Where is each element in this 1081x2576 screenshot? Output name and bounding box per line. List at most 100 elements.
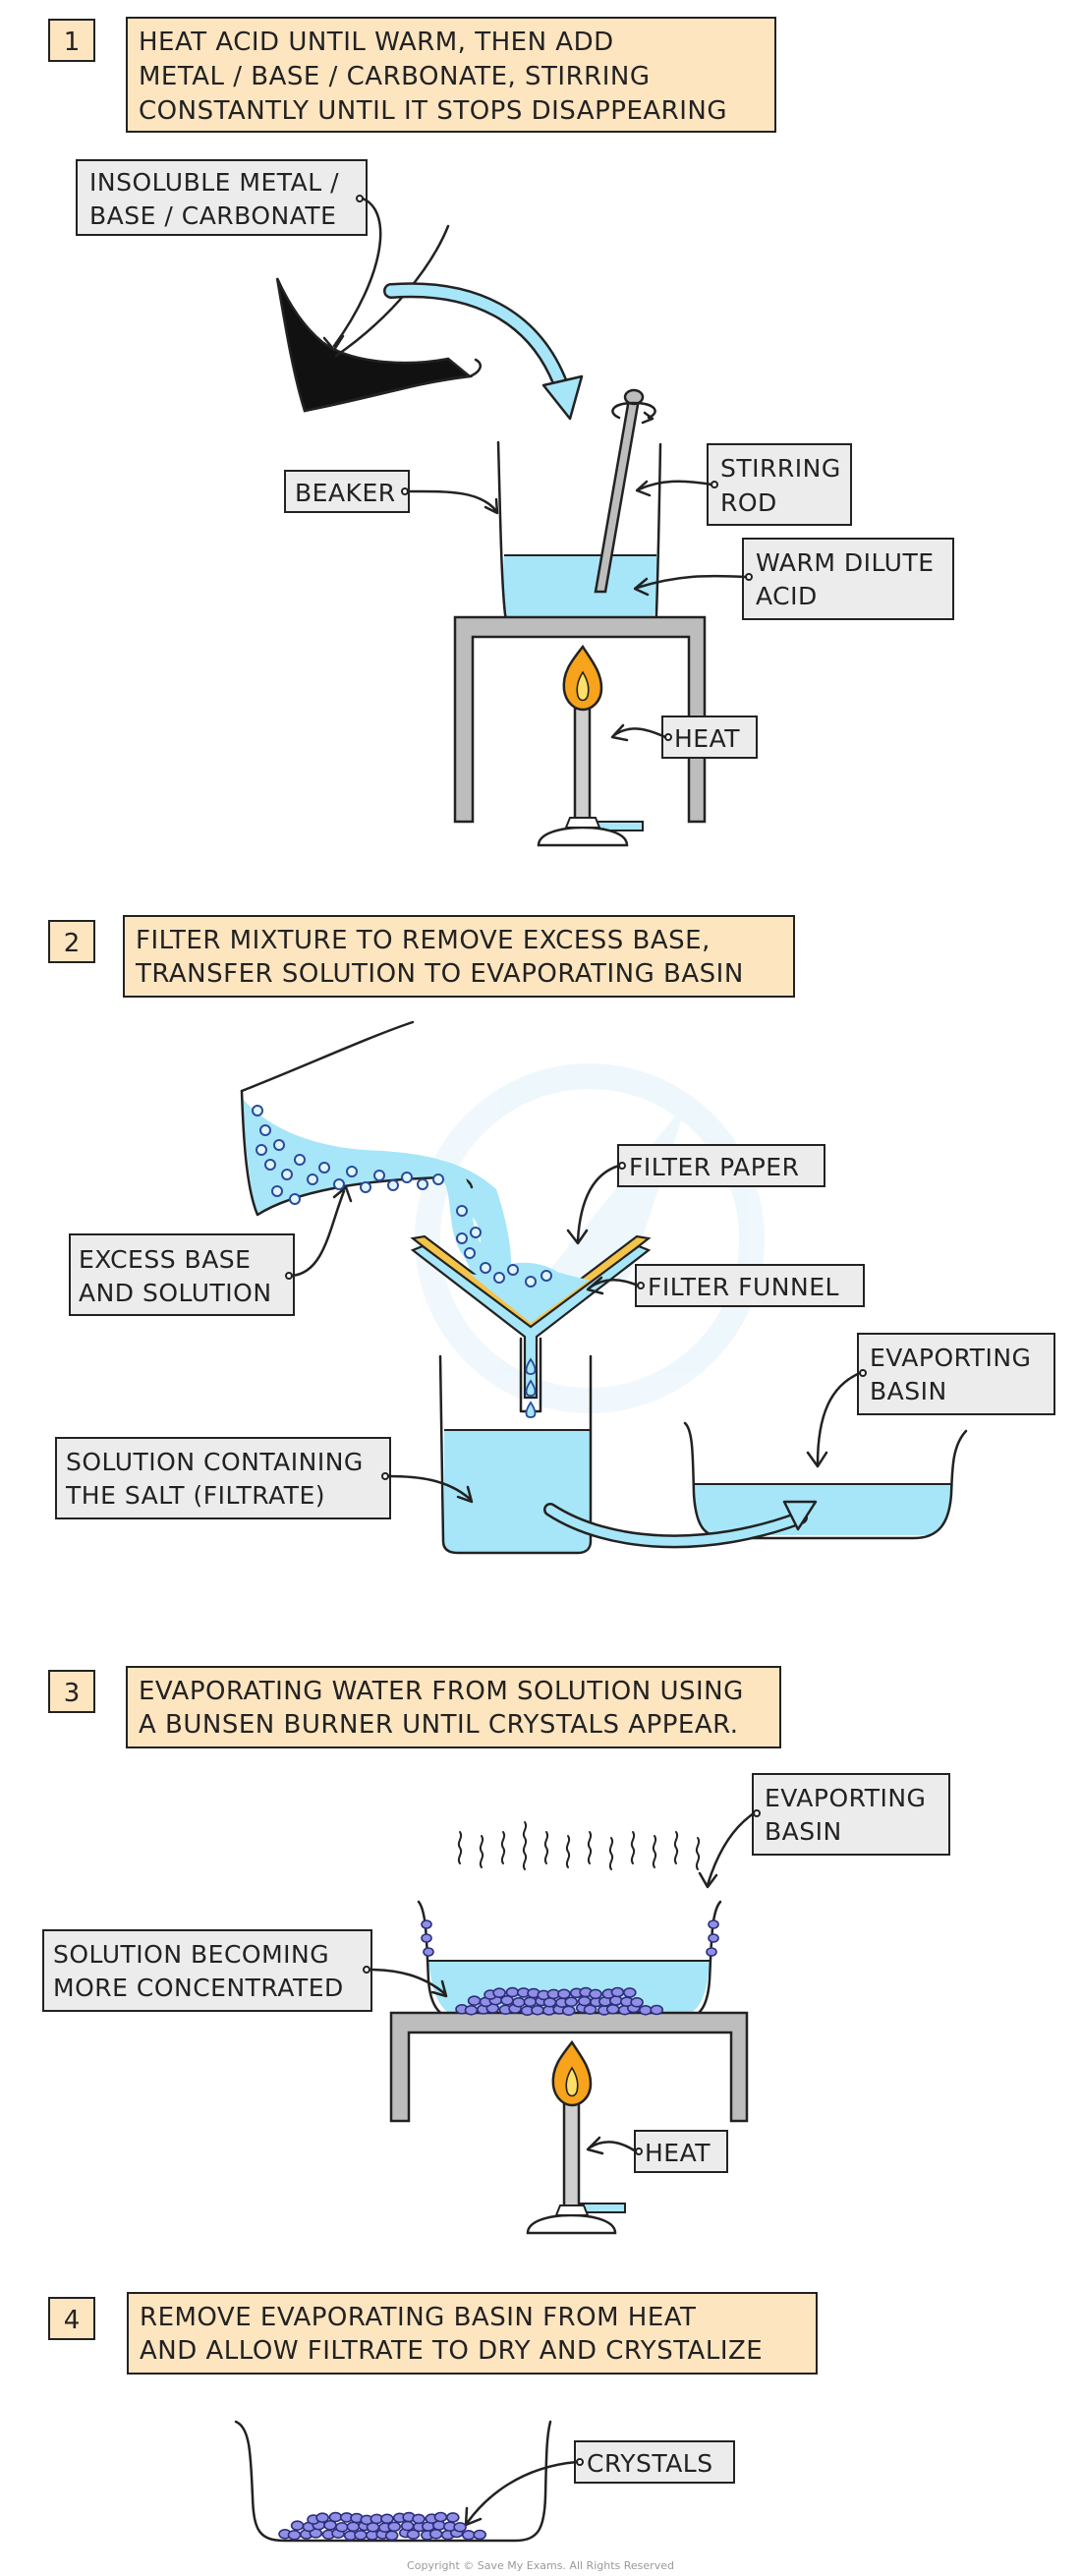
crystal xyxy=(523,1996,538,2008)
crystal xyxy=(605,2004,620,2015)
bubble xyxy=(456,1205,468,1217)
step-number-box xyxy=(48,2297,95,2340)
copyright-notice: Copyright © Save My Exams. All Rights Re… xyxy=(407,2559,674,2572)
crystal xyxy=(445,2512,460,2523)
step-number-box xyxy=(48,920,95,963)
bubble xyxy=(256,1144,267,1156)
bubble xyxy=(294,1154,306,1166)
label-line: BASIN xyxy=(765,1817,842,1846)
crystal xyxy=(346,2521,361,2533)
crystal xyxy=(561,2005,576,2017)
label-filtrate: SOLUTION CONTAINING THE SALT (FILTRATE) xyxy=(55,1437,474,1519)
label-excess-base: EXCESS BASE AND SOLUTION xyxy=(69,1185,353,1316)
bubble xyxy=(289,1193,301,1205)
label-line: STIRRING xyxy=(720,454,841,483)
bubble xyxy=(540,1270,552,1282)
bunsen-burner-icon xyxy=(526,2101,626,2235)
label-line: ACID xyxy=(756,582,818,610)
crystal xyxy=(423,1947,434,1957)
bubble xyxy=(387,1179,399,1191)
step-line: A BUNSEN BURNER UNTIL CRYSTALS APPEAR. xyxy=(139,1710,739,1740)
label-line: FILTER FUNNEL xyxy=(648,1273,839,1301)
crystal xyxy=(412,2513,426,2525)
beaker-icon xyxy=(438,1354,593,1555)
transfer-arrow xyxy=(543,1500,818,1549)
label-line: EXCESS BASE xyxy=(79,1245,251,1274)
bubble xyxy=(417,1178,428,1190)
crystal xyxy=(290,2520,305,2531)
step-2: 2 FILTER MIXTURE TO REMOVE EXCESS BASE, … xyxy=(48,915,795,998)
label-line: HEAT xyxy=(674,724,740,753)
step-number: 3 xyxy=(64,1679,81,1708)
crystal xyxy=(287,2530,302,2541)
crystal xyxy=(453,2522,467,2533)
bubble xyxy=(401,1172,413,1183)
step-number: 2 xyxy=(64,929,81,958)
bubble xyxy=(346,1166,358,1177)
step-number-box xyxy=(48,1670,95,1713)
crystal xyxy=(638,2005,653,2016)
crystal xyxy=(564,1996,579,2008)
step-number: 1 xyxy=(64,28,81,57)
crystal xyxy=(473,2529,487,2541)
step-line: CONSTANTLY UNTIL IT STOPS DISAPPEARING xyxy=(139,96,727,126)
crystals-forming xyxy=(421,1919,719,2017)
crystal xyxy=(492,1987,506,1998)
crystal xyxy=(531,2005,544,2016)
drop xyxy=(525,1401,537,1418)
label-line: WARM DILUTE xyxy=(756,548,935,577)
drop xyxy=(525,1357,537,1375)
label-solution-concentrated: SOLUTION BECOMING MORE CONCENTRATED xyxy=(42,1929,448,2012)
step-line: REMOVE EVAPORATING BASIN FROM HEAT xyxy=(140,2303,696,2332)
crystal xyxy=(708,1933,719,1943)
label-line: AND SOLUTION xyxy=(79,1279,272,1307)
step-1: 1 HEAT ACID UNTIL WARM, THEN ADD METAL /… xyxy=(48,17,776,133)
bubble xyxy=(307,1174,318,1185)
label-line: HEAT xyxy=(645,2139,711,2167)
crystal xyxy=(505,1986,520,1998)
step-line: METAL / BASE / CARBONATE, STIRRING xyxy=(139,62,650,91)
bubble xyxy=(525,1276,537,1288)
crystal xyxy=(315,2512,329,2523)
bubble xyxy=(470,1227,482,1238)
crystal xyxy=(380,2513,394,2525)
crystal xyxy=(650,2004,664,2016)
bubble xyxy=(480,1262,491,1274)
pour-arrow xyxy=(383,282,584,421)
bubble xyxy=(281,1169,293,1180)
bubble xyxy=(360,1181,371,1193)
flame-icon xyxy=(551,2039,593,2107)
crystal xyxy=(630,1997,644,2008)
crystal xyxy=(328,2511,343,2523)
bubble xyxy=(333,1178,345,1190)
label-filter-paper: FILTER PAPER xyxy=(566,1144,825,1245)
step-instruction-box xyxy=(126,1666,781,1748)
label-evaporating-basin-2: EVAPORTING BASIN xyxy=(806,1333,1055,1468)
crystal xyxy=(421,1933,432,1943)
steam xyxy=(457,1821,701,1870)
evaporating-basin-icon xyxy=(683,1421,968,1540)
label-line: BASE / CARBONATE xyxy=(89,201,336,230)
step-3: 3 EVAPORATING WATER FROM SOLUTION USING … xyxy=(48,1666,781,1748)
crystal xyxy=(400,2520,415,2532)
crystal xyxy=(557,1988,571,2000)
crystal xyxy=(512,1997,526,2008)
crystal xyxy=(706,1947,717,1957)
bubble xyxy=(464,1247,476,1259)
undissolved-base-particles xyxy=(252,1105,552,1288)
drop xyxy=(525,1379,537,1397)
filtrate-drops xyxy=(525,1357,537,1418)
bubble xyxy=(373,1170,385,1181)
crystals xyxy=(278,2511,487,2542)
label-line: MORE CONCENTRATED xyxy=(53,1974,344,2002)
crystal xyxy=(354,2530,368,2541)
crystal xyxy=(622,1987,637,1998)
bubble xyxy=(252,1105,263,1116)
crystal xyxy=(428,2529,443,2540)
step-instruction-box xyxy=(127,2292,818,2375)
bubble xyxy=(264,1159,276,1171)
crystal xyxy=(406,2529,421,2540)
label-stirring-rod: STIRRING ROD xyxy=(635,443,852,526)
crystal xyxy=(708,1919,719,1929)
